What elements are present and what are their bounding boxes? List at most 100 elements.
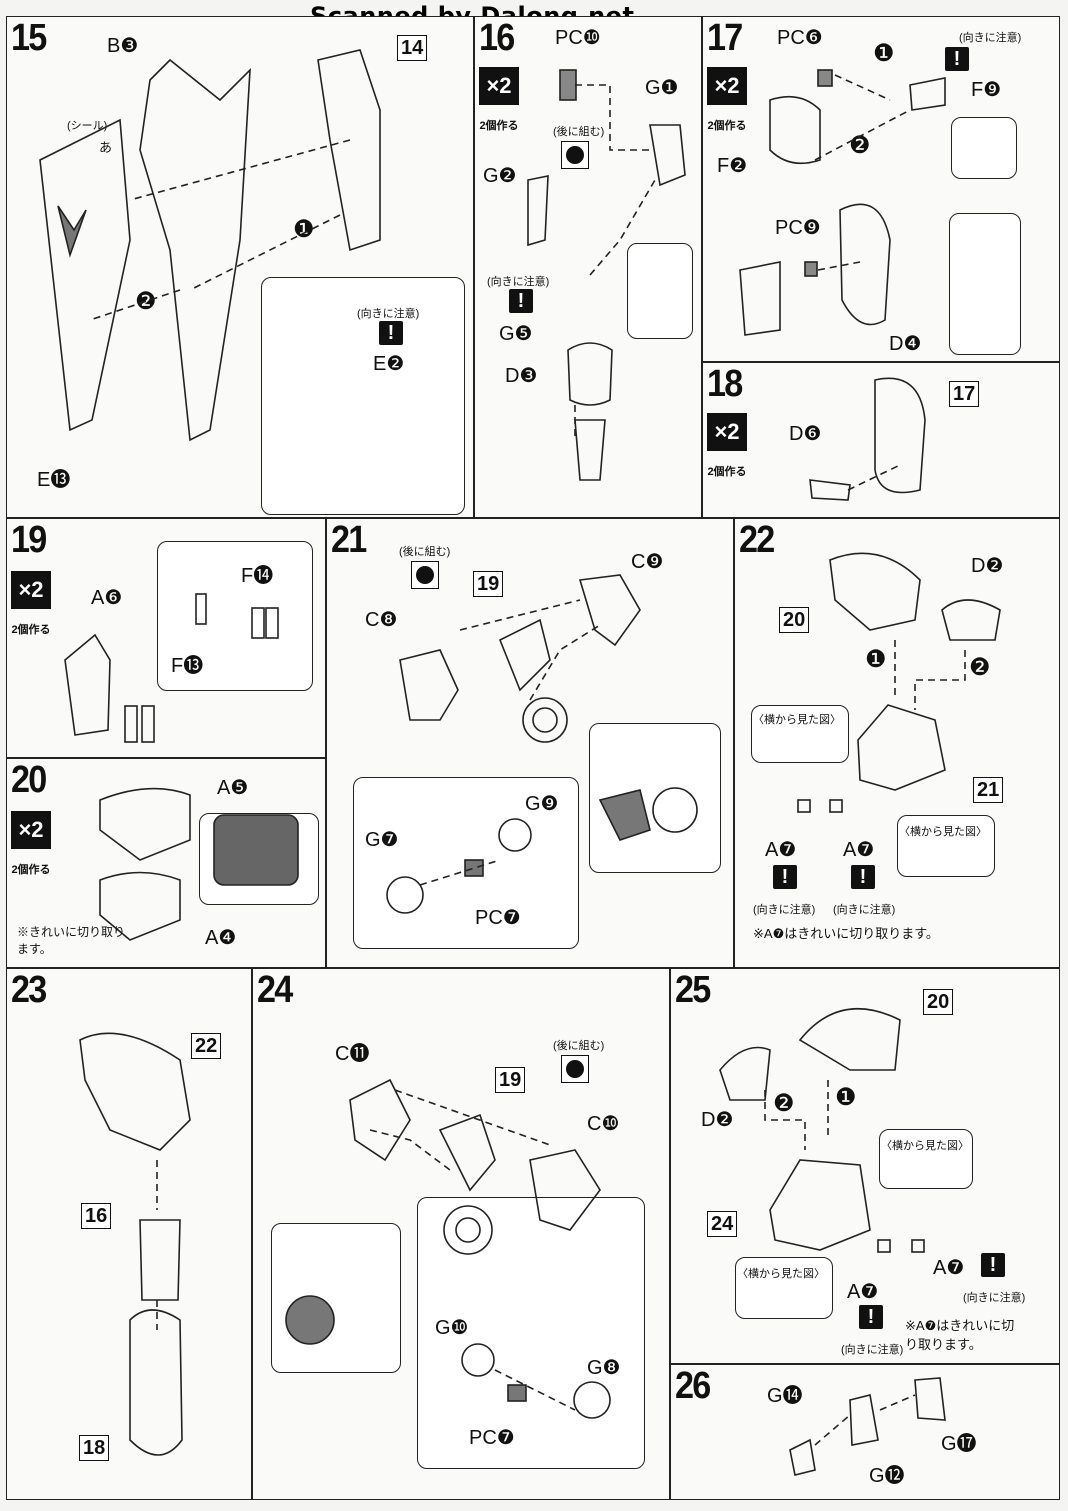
part-label-g7: G❼	[365, 829, 399, 851]
arrow-step-2: ❷	[849, 132, 871, 159]
part-label-d6: D❻	[789, 423, 822, 445]
assemble-later-icon	[561, 1055, 589, 1083]
step-number: 25	[675, 969, 711, 1011]
make-two-note: 2個作る	[707, 466, 747, 478]
step-25-panel: 25 20 D❷ ❶ ❷ 〈横から見た図〉 24 A❼ ! (向きに注意) 〈横…	[670, 968, 1060, 1364]
step-number: 24	[257, 969, 293, 1011]
part-label-pc7: PC❼	[475, 907, 521, 929]
sticker-label: (シール)	[67, 120, 108, 132]
part-label-g1: G❶	[645, 77, 679, 99]
sticker-mark: あ	[99, 140, 113, 155]
step-ref-21: 21	[973, 777, 1004, 803]
part-label-g5: G❺	[499, 323, 533, 345]
part-label-pc10: PC❿	[555, 27, 601, 49]
step-number: 18	[707, 363, 743, 405]
arm-joint-parts	[386, 574, 698, 914]
assembly-arrows-16	[574, 84, 656, 440]
step-23-panel: 23 22 16 18	[6, 968, 252, 1500]
part-label-g17: G⓱	[941, 1433, 977, 1455]
side-view-callout-2	[735, 1257, 833, 1319]
step-22-panel: 22 20 D❷ ❶ ❷ 〈横から見た図〉 21 〈横から見た図〉 A❼ A❼ …	[734, 518, 1060, 968]
make-two-note: 2個作る	[11, 624, 51, 636]
assemble-later-icon	[411, 561, 439, 589]
part-label-f9: F❾	[971, 79, 1002, 101]
step-number: 19	[11, 519, 47, 561]
make-two-badge: ×2	[707, 67, 747, 105]
part-label-f13: F⓭	[171, 655, 204, 677]
step-number: 21	[331, 519, 367, 561]
caution-icon-2: !	[851, 865, 875, 889]
step-number: 20	[11, 759, 47, 801]
shoulder-parts	[99, 787, 299, 941]
cut-cleanly-note: ※きれいに切り取ります。	[17, 925, 126, 956]
knee-parts	[527, 69, 686, 481]
part-label-a7-2: A❼	[843, 839, 875, 861]
part-label-pc9: PC❾	[775, 217, 821, 239]
side-view-label: 〈横から見た図〉	[881, 1140, 969, 1152]
make-two-note: 2個作る	[707, 120, 747, 132]
assembly-arrows-21	[419, 599, 601, 886]
step-number: 17	[707, 17, 743, 59]
step-18-panel: 18 ×2 2個作る D❻ 17	[702, 362, 1060, 518]
step-ref-17: 17	[949, 381, 980, 407]
step-ref-19: 19	[473, 571, 504, 597]
leg-parts	[739, 69, 946, 501]
part-label-g10: G❿	[435, 1317, 469, 1339]
part-label-pc6: PC❻	[777, 27, 823, 49]
arrow-step-2: ❷	[773, 1090, 795, 1117]
part-label-c10: C❿	[587, 1113, 620, 1135]
assembly-arrows-25	[764, 1080, 829, 1150]
caution-icon: !	[981, 1253, 1005, 1277]
step-ref-16: 16	[81, 1203, 112, 1229]
part-label-c9: C❾	[631, 551, 664, 573]
shoulder-armor-parts	[797, 552, 1001, 813]
detail-callout	[951, 117, 1017, 179]
detail-callout	[157, 541, 313, 691]
arrow-step-1: ❶	[293, 216, 315, 243]
make-two-note: 2個作る	[11, 864, 51, 876]
step-number: 26	[675, 1365, 711, 1407]
detail-callout	[627, 243, 693, 339]
part-label-e13: E⓭	[37, 469, 71, 491]
assembly-arrows-26	[814, 1394, 916, 1446]
arrow-step-1: ❶	[835, 1084, 857, 1111]
assembly-arrows-24	[369, 1089, 576, 1411]
step-number: 16	[479, 17, 515, 59]
part-label-g9: G❾	[525, 793, 559, 815]
part-label-a4: A❹	[205, 927, 237, 949]
make-two-badge: ×2	[707, 413, 747, 451]
part-label-g8: G❽	[587, 1357, 621, 1379]
caution-icon: !	[379, 321, 403, 345]
assembly-arrows-15	[89, 139, 351, 321]
shield-part-front	[39, 49, 381, 442]
part-label-b3: B❸	[107, 35, 139, 57]
caution-icon-2: !	[859, 1305, 883, 1329]
detail-callout	[261, 277, 465, 515]
arm-joint-parts-24	[285, 1078, 611, 1419]
caution-text-2: (向きに注意)	[833, 904, 896, 916]
step-19-panel: 19 ×2 2個作る A❻ F⓮ F⓭	[6, 518, 326, 758]
part-label-d4: D❹	[889, 333, 922, 355]
detail-callout	[417, 1197, 645, 1469]
step-number: 15	[11, 17, 47, 59]
part-label-c8: C❽	[365, 609, 398, 631]
part-label-a7: A❼	[933, 1257, 965, 1279]
shoulder-armor-parts-25	[719, 1008, 925, 1253]
assembly-arrows-22	[894, 640, 966, 710]
make-two-badge: ×2	[11, 811, 51, 849]
step-ref-24: 24	[707, 1211, 738, 1237]
part-label-e2: E❷	[373, 353, 405, 375]
step-ref-19: 19	[495, 1067, 526, 1093]
step-ref-20: 20	[779, 607, 810, 633]
assemble-later-note: (後に組む)	[553, 1040, 605, 1052]
upper-arm-assembly	[79, 1032, 191, 1456]
side-view-callout-2	[897, 815, 995, 877]
caution-icon: !	[945, 47, 969, 71]
caution-text-2: (向きに注意)	[841, 1344, 904, 1356]
side-view-label-2: 〈横から見た図〉	[737, 1268, 825, 1280]
part-label-d2: D❷	[971, 555, 1004, 577]
cut-cleanly-note: ※A❼はきれいに切り取ります。	[753, 926, 939, 941]
caution-icon: !	[509, 289, 533, 313]
step-17-panel: 17 ×2 2個作る PC❻ ❶ (向きに注意) ! F❾ ❷ F❷ PC❾ D…	[702, 16, 1060, 362]
